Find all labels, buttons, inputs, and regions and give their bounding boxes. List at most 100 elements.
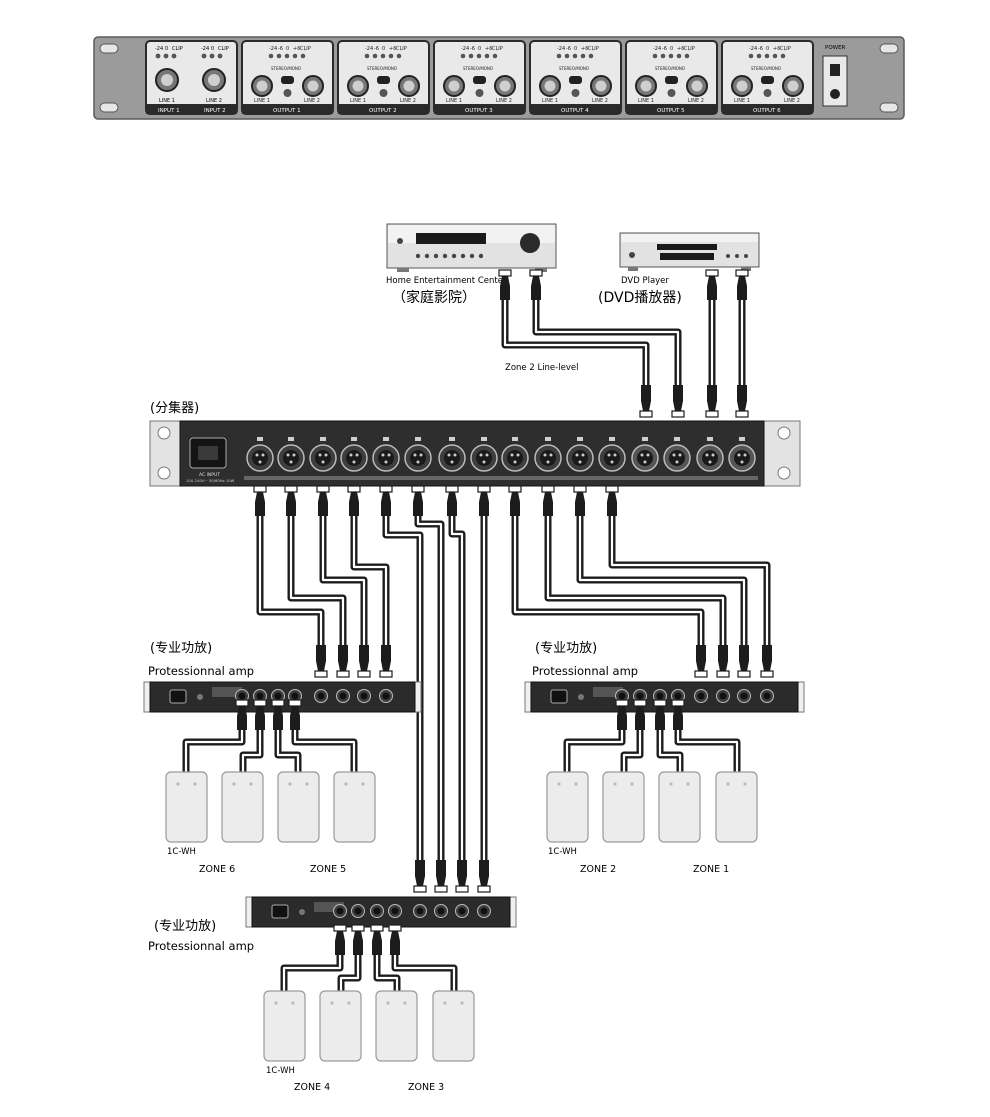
meter-label: 0 xyxy=(211,46,214,52)
xlr-plug-icon xyxy=(615,699,629,730)
stereo-mono-switch[interactable] xyxy=(761,76,774,84)
xlr-plug-icon xyxy=(760,645,774,678)
ac-inlet-icon[interactable] xyxy=(169,689,187,704)
xlr-plug-icon xyxy=(351,924,365,955)
stereo-mono-switch[interactable] xyxy=(569,76,582,84)
knob-label: LINE 2 xyxy=(784,98,800,104)
display-window xyxy=(660,253,714,260)
speaker xyxy=(221,771,264,843)
stereo-mono-switch[interactable] xyxy=(281,76,294,84)
zone-label: ZONE 6 xyxy=(199,864,235,875)
ac-inlet-icon[interactable] xyxy=(550,689,568,704)
speaker xyxy=(319,990,362,1062)
output-jack[interactable] xyxy=(438,437,466,472)
power-section: POWER xyxy=(822,45,848,107)
stereo-mono-label: STEREO/MONO xyxy=(655,66,685,71)
stereo-mono-switch[interactable] xyxy=(377,76,390,84)
xlr-plug-icon xyxy=(445,485,459,516)
meter-label: -24 xyxy=(653,46,661,52)
meter-label: CLIP xyxy=(300,46,311,52)
zone-label: ZONE 3 xyxy=(408,1082,444,1093)
output-jack[interactable] xyxy=(598,437,626,472)
meter-label: -24 xyxy=(749,46,757,52)
speaker xyxy=(277,771,320,843)
amp-label-en: Protessionnal amp xyxy=(148,664,254,678)
xlr-plug-icon xyxy=(357,645,371,678)
meter-label: -24 xyxy=(557,46,565,52)
cable xyxy=(280,955,344,993)
meter-label: -6 xyxy=(470,46,475,52)
rack-ear-slot-icon xyxy=(99,102,119,113)
stereo-mono-switch[interactable] xyxy=(665,76,678,84)
meter-label: 0 xyxy=(382,46,385,52)
speaker xyxy=(715,771,758,843)
led-icon xyxy=(475,89,484,97)
xlr-plug-icon xyxy=(314,645,328,678)
input-jack[interactable] xyxy=(696,437,724,472)
output-jack[interactable] xyxy=(340,437,368,472)
cable xyxy=(674,728,741,775)
xlr-plug-icon xyxy=(735,385,749,418)
meter-label: CLIP xyxy=(780,46,791,52)
amp-label-en: Protessionnal amp xyxy=(148,939,254,953)
output-jack[interactable] xyxy=(534,437,562,472)
meter-label: -24 xyxy=(155,46,163,52)
stereo-mono-switch[interactable] xyxy=(473,76,486,84)
output-jack[interactable] xyxy=(277,437,305,472)
knob-label: LINE 1 xyxy=(542,98,558,104)
source-name-en: DVD Player xyxy=(621,276,669,286)
cable xyxy=(291,728,358,775)
output-caption: OUTPUT 1 xyxy=(273,108,301,114)
input-jack[interactable] xyxy=(631,437,659,472)
output-jack[interactable] xyxy=(501,437,529,472)
zone-label: ZONE 1 xyxy=(693,864,729,875)
dvd-player: DVD Player (DVD播放器) xyxy=(598,232,760,306)
led-icon xyxy=(667,89,676,97)
speaker xyxy=(432,990,475,1062)
cable xyxy=(182,728,246,775)
output-jack[interactable] xyxy=(566,437,594,472)
amplifier xyxy=(524,681,805,713)
knob-label: LINE 2 xyxy=(592,98,608,104)
ac-inlet-icon[interactable] xyxy=(271,904,289,919)
xlr-plug-icon xyxy=(639,385,653,418)
meter-label: CLIP xyxy=(588,46,599,52)
output-jack[interactable] xyxy=(404,437,432,472)
output-jack[interactable] xyxy=(372,437,400,472)
meter-label: +6 xyxy=(773,46,780,52)
input-jack[interactable] xyxy=(663,437,691,472)
zone-label: ZONE 4 xyxy=(294,1082,330,1093)
meter-label: +6 xyxy=(293,46,300,52)
stereo-mono-label: STEREO/MONO xyxy=(751,66,781,71)
power-button-icon xyxy=(397,238,403,244)
stereo-mono-label: STEREO/MONO xyxy=(463,66,493,71)
zone-label: ZONE 2 xyxy=(580,864,616,875)
output-jack[interactable] xyxy=(309,437,337,472)
xlr-plug-icon xyxy=(671,699,685,730)
xlr-plug-icon xyxy=(235,699,249,730)
knob-label: LINE 2 xyxy=(496,98,512,104)
xlr-plug-icon xyxy=(705,269,719,300)
splitter-jacks xyxy=(244,437,758,480)
xlr-plug-icon xyxy=(737,645,751,678)
knob-label: LINE 1 xyxy=(159,98,175,104)
output-jack[interactable] xyxy=(246,437,274,472)
meter-label: 0 xyxy=(286,46,289,52)
input-jack[interactable] xyxy=(728,437,756,472)
knob-label: LINE 1 xyxy=(254,98,270,104)
xlr-plug-icon xyxy=(253,699,267,730)
meter-label: -6 xyxy=(662,46,667,52)
amplifier xyxy=(143,681,422,713)
xlr-plug-icon xyxy=(477,860,491,893)
xlr-plug-icon xyxy=(288,699,302,730)
xlr-plug-icon xyxy=(705,385,719,418)
xlr-plug-icon xyxy=(379,485,393,516)
output-jack[interactable] xyxy=(470,437,498,472)
source-name-en: Home Entertainment Center xyxy=(386,276,507,286)
cables xyxy=(182,300,771,993)
